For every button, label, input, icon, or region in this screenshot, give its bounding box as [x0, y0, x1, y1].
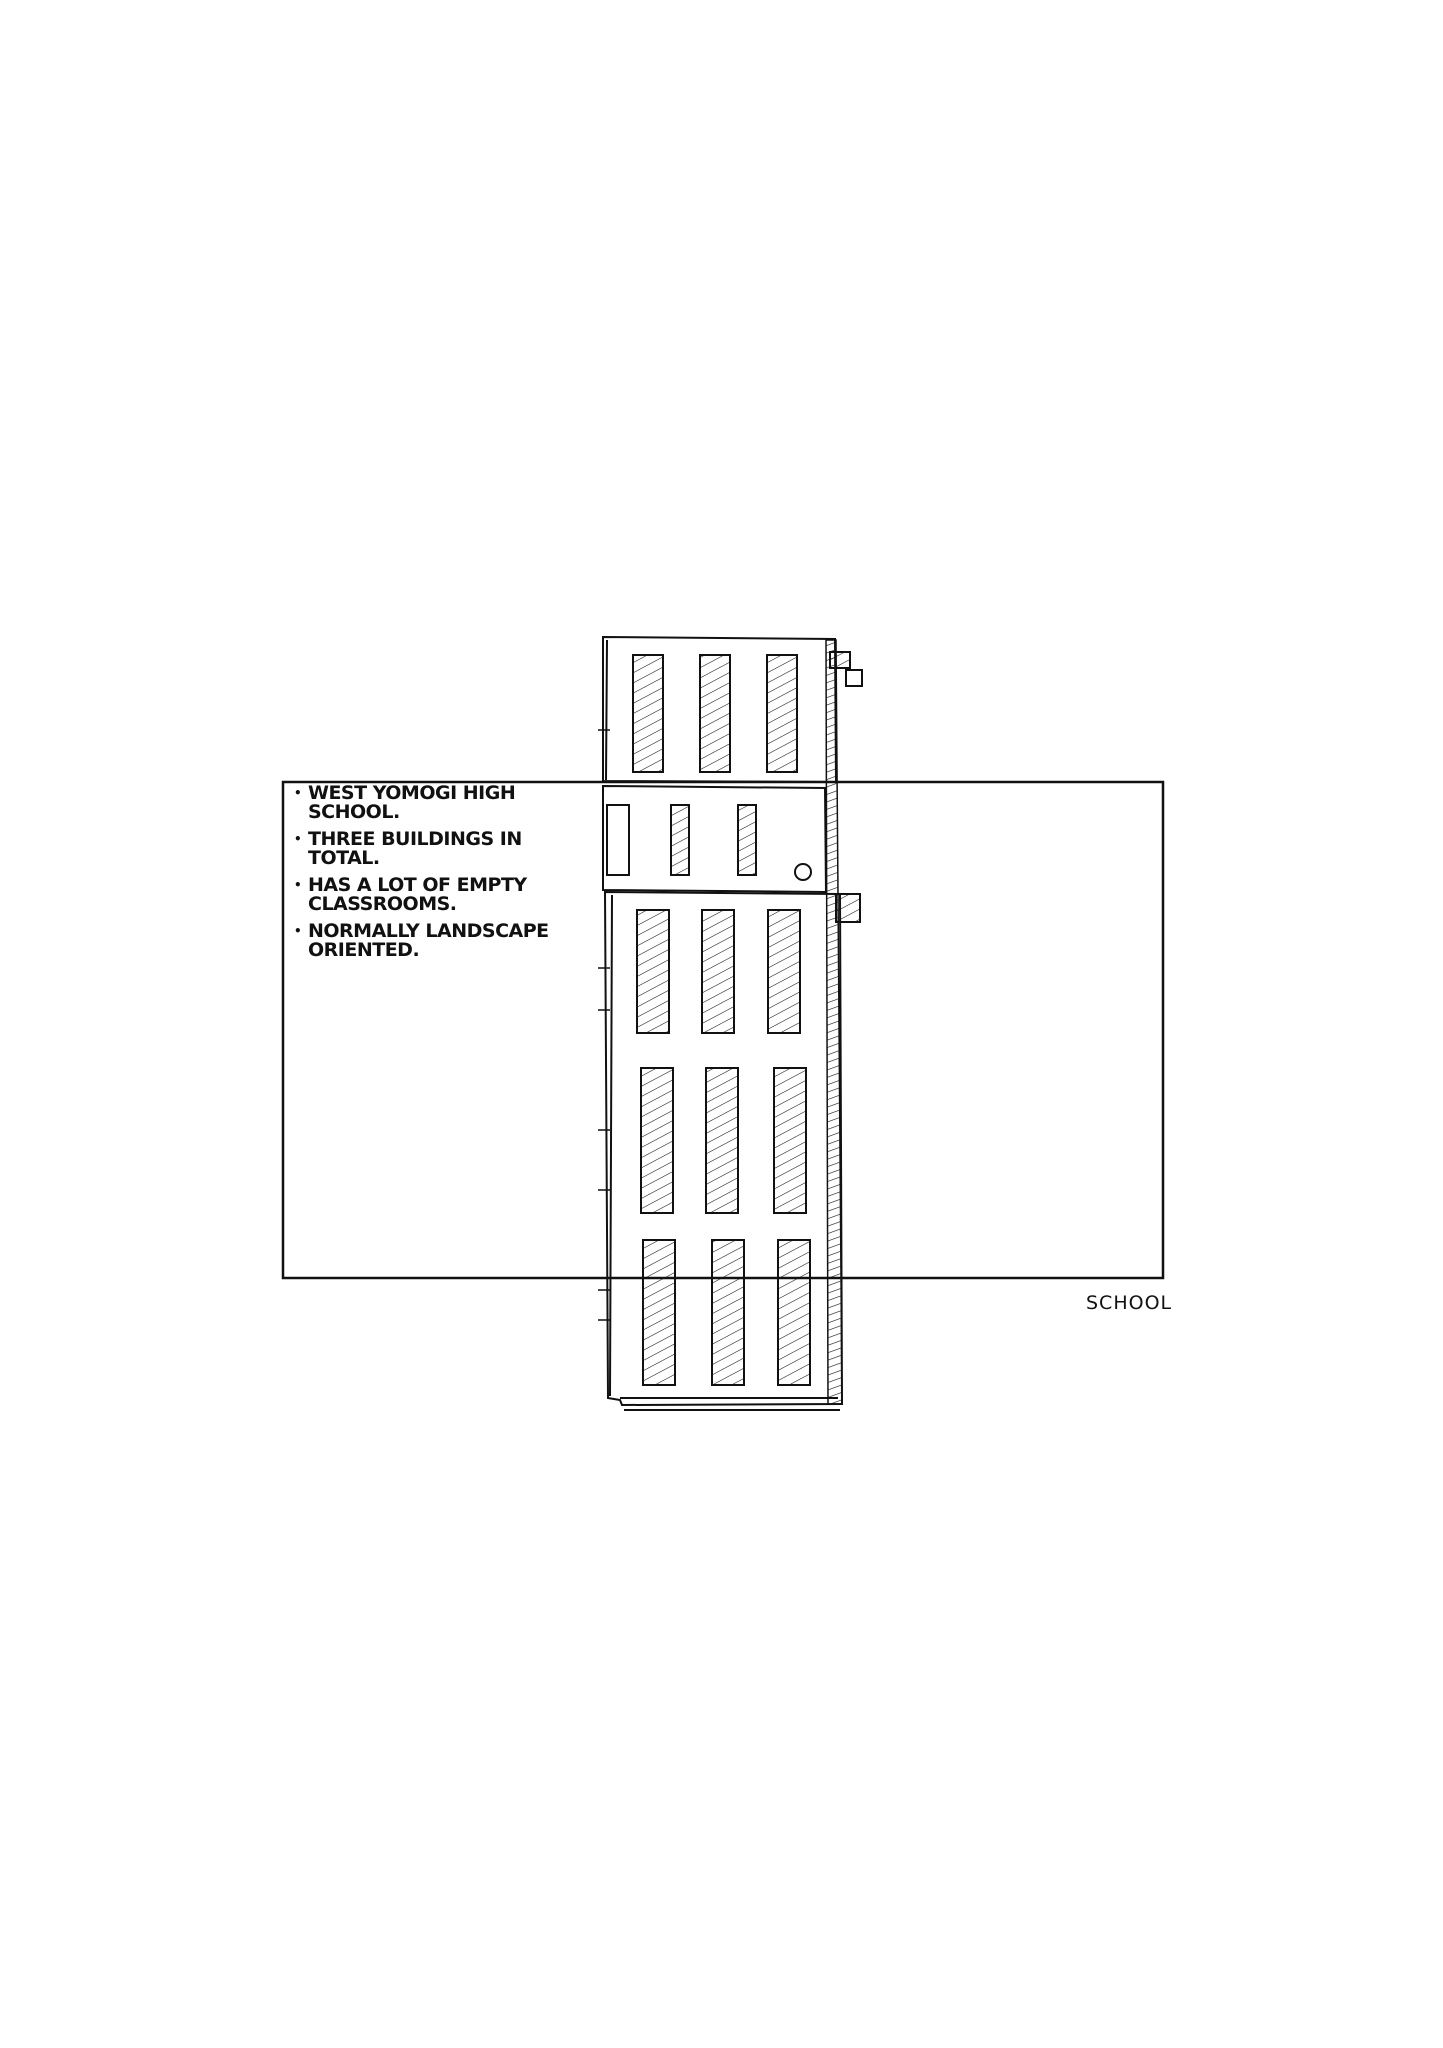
caption: SCHOOL: [1086, 1292, 1173, 1314]
windows-top: [632, 654, 798, 773]
note-item: Has a lot of empty classrooms.: [294, 876, 594, 914]
left-sketch-marks: [598, 729, 610, 1321]
side-boxes: [829, 651, 863, 923]
note-item: Three buildings in total.: [294, 830, 594, 868]
notes-frame: [281, 780, 1165, 1280]
windows-middle: [606, 804, 812, 881]
note-item: Normally landscape oriented.: [294, 922, 594, 960]
note-item: West Yomogi High School.: [294, 784, 594, 822]
notes-list: West Yomogi High School. Three buildings…: [294, 784, 594, 968]
side-wall-hatch: [825, 639, 843, 1405]
windows-bottom: [636, 909, 811, 1386]
